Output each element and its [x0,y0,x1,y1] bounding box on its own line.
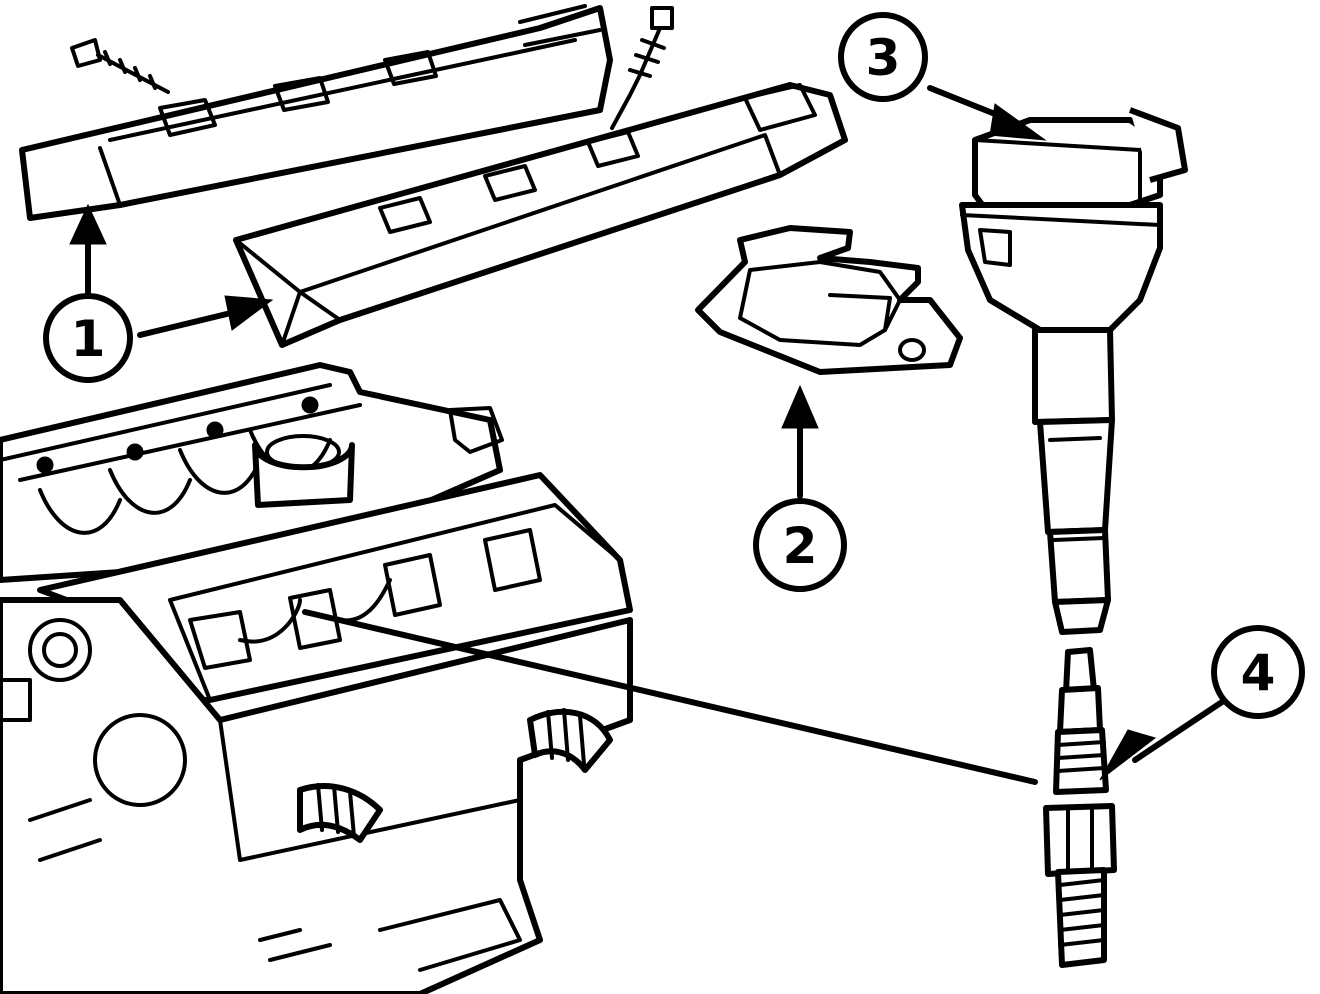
callout-3-label: 3 [866,29,901,87]
coil-cover-upper [19,4,613,221]
engine-assembly [0,362,633,994]
callout-2: 2 [753,498,847,592]
coil-cover-lower [233,82,848,348]
callout-2-label: 2 [783,517,818,575]
ignition-coil [959,107,1188,635]
gasket [695,225,963,375]
callout-1: 1 [43,293,133,383]
callout-4: 4 [1211,625,1305,719]
cover-bolt-left [70,38,170,94]
leader-lines [69,85,1228,785]
spark-plug [1043,647,1117,968]
callout-1-label: 1 [71,310,106,368]
callout-4-label: 4 [1241,644,1276,702]
callout-3: 3 [838,12,928,102]
cover-bolt-right [610,6,674,130]
